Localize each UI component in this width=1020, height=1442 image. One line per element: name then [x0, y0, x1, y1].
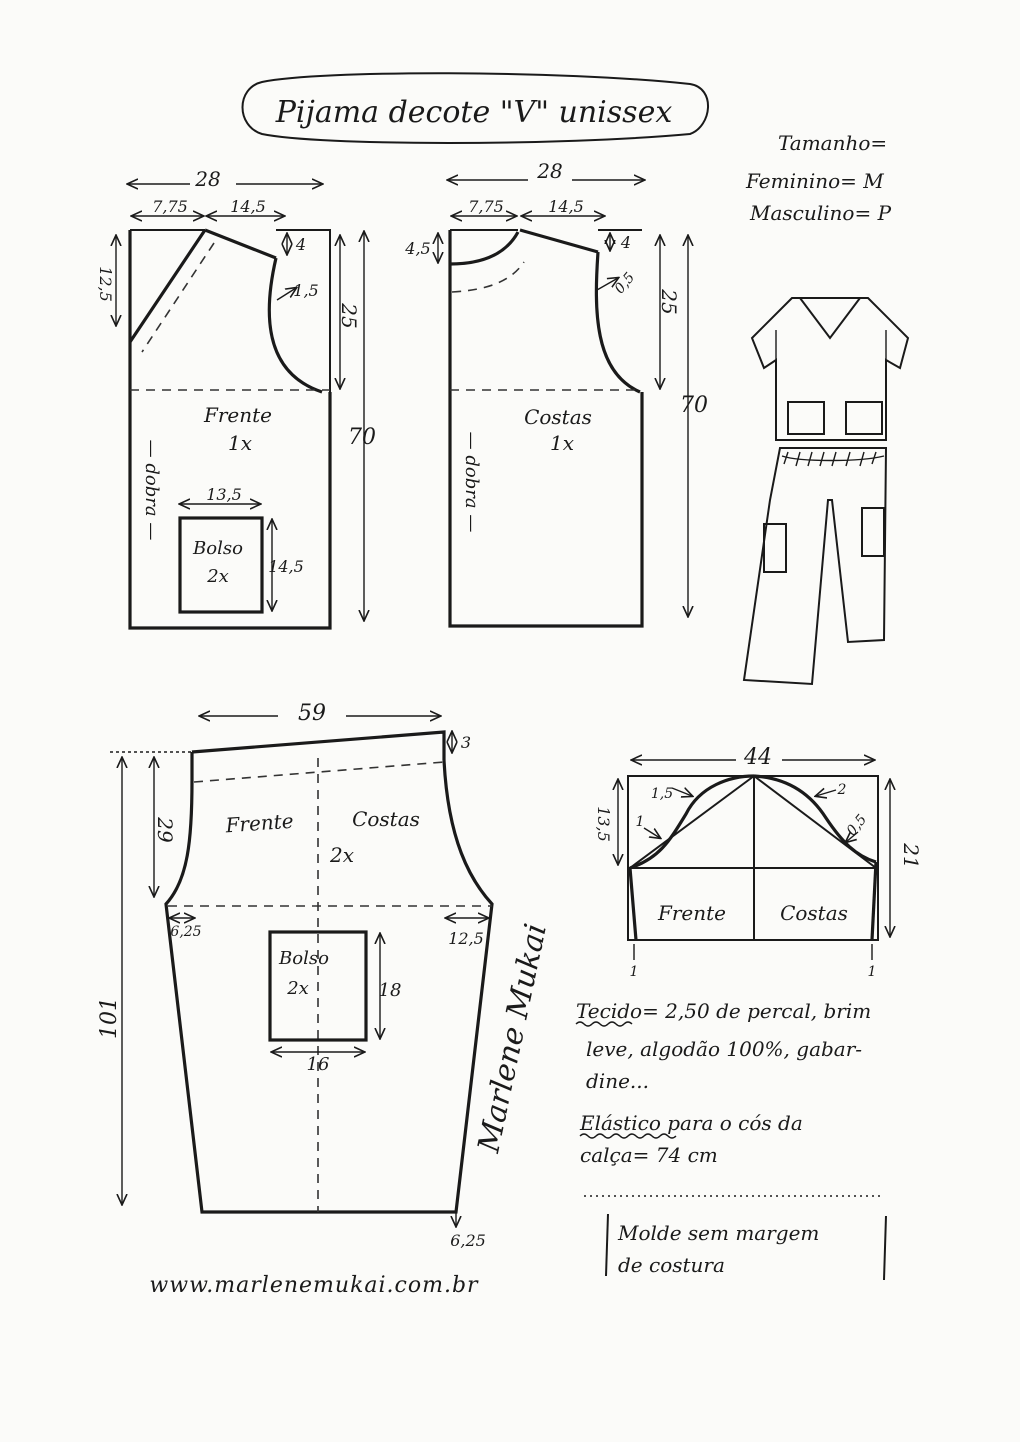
shirt-back-armhole-height: 25: [657, 288, 681, 314]
note-elastic-line2: calça= 74 cm: [580, 1143, 718, 1167]
shirt-back-neck-depth: 4,5: [404, 239, 430, 258]
pants-pocket-count: 2x: [286, 978, 309, 999]
sleeve-side-right: 1: [868, 964, 877, 980]
shirt-back-label: Costas: [524, 405, 592, 429]
pants-back-label: Costas: [352, 807, 420, 831]
shirt-front-count: 1x: [228, 431, 252, 455]
sleeve-cap-height: 13,5: [594, 806, 613, 842]
sleeve-piece: 44 13,5 21 1,5 1 2 0,5 1 1 Frente Costas: [594, 745, 923, 980]
shirt-front-total-length: 70: [348, 425, 376, 450]
pants-total-length: 101: [97, 997, 122, 1039]
note-seam-line1: Molde sem margem: [617, 1221, 819, 1245]
shirt-front-piece: 28 7,75 14,5 12,5 4 1,5 25 70 Frente 1x …: [96, 167, 376, 630]
title-block: Pijama decote "V" unissex: [241, 72, 709, 144]
shirt-front-label: Frente: [203, 403, 272, 427]
note-fabric-line3: dine...: [586, 1069, 649, 1093]
shirt-front-fold: — dobra —: [141, 440, 162, 541]
page-title: Pijama decote "V" unissex: [275, 95, 673, 130]
shirt-pocket-count: 2x: [206, 566, 229, 587]
pajama-sketch: [742, 297, 910, 686]
signature: Marlene Mukai: [471, 921, 554, 1157]
shirt-back-neck-width: 7,75: [468, 197, 504, 216]
sleeve-curve-front-low: 1: [636, 814, 645, 830]
shirt-back-shoulder-width: 14,5: [548, 197, 584, 216]
shirt-back-piece: 28 7,75 14,5 4,5 4 0,5 25 70 Costas 1x —…: [404, 159, 708, 628]
sleeve-side-left: 1: [630, 964, 639, 980]
sleeve-curve-front: 1,5: [651, 786, 673, 802]
shirt-front-width: 28: [194, 167, 220, 191]
shirt-front-shoulder-width: 14,5: [230, 197, 266, 216]
shirt-back-shoulder-drop: 4: [620, 233, 631, 252]
shirt-front-armhole-curve: 1,5: [293, 281, 318, 300]
sleeve-width: 44: [743, 745, 772, 770]
size-info: Tamanho= Feminino= M Masculino= P: [745, 131, 892, 225]
pants-front-crotch: 6,25: [170, 924, 201, 940]
sleeve-total-height: 21: [899, 842, 923, 868]
sleeve-front-label: Frente: [657, 901, 726, 925]
shirt-front-neck-depth: 12,5: [96, 266, 115, 302]
note-seam-line2: de costura: [618, 1253, 725, 1277]
shirt-back-width: 28: [536, 159, 562, 183]
pants-pocket-label: Bolso: [278, 948, 329, 969]
size-label: Tamanho=: [778, 131, 887, 155]
shirt-back-total-length: 70: [680, 393, 708, 418]
pants-pocket-width: 16: [307, 1054, 330, 1075]
pants-piece: 59 3 29 101 6,25 12,5 6,25 Frente Costas…: [97, 701, 494, 1250]
shirt-pocket-width: 13,5: [206, 485, 242, 504]
sleeve-curve-back-low: 0,5: [844, 812, 871, 839]
pants-waist-width: 59: [298, 701, 326, 726]
shirt-pocket-label: Bolso: [192, 538, 243, 559]
note-fabric-line1: Tecido= 2,50 de percal, brim: [576, 999, 871, 1023]
shirt-front-armhole-height: 25: [337, 302, 361, 328]
pants-back-crotch: 12,5: [448, 929, 484, 948]
shirt-back-armhole-curve: 0,5: [612, 270, 639, 297]
pants-count: 2x: [329, 843, 354, 867]
website: www.marlenemukai.com.br: [149, 1273, 479, 1298]
sleeve-back-label: Costas: [780, 901, 848, 925]
shirt-front-neck-width: 7,75: [152, 197, 188, 216]
size-feminine: Feminino= M: [745, 169, 884, 193]
size-masculine: Masculino= P: [749, 201, 892, 225]
pants-front-label: Frente: [224, 809, 295, 838]
pants-crotch-depth: 29: [153, 816, 177, 843]
pants-pocket-piece: 18 16 Bolso 2x: [268, 930, 402, 1075]
shirt-back-fold: — dobra —: [461, 432, 482, 533]
sleeve-curve-back: 2: [837, 782, 847, 798]
pants-rise-diff: 3: [461, 733, 471, 752]
pants-hem-extension: 6,25: [450, 1231, 486, 1250]
note-fabric-line2: leve, algodão 100%, gabar-: [586, 1037, 862, 1061]
pants-pocket-height: 18: [379, 980, 402, 1001]
shirt-front-shoulder-drop: 4: [295, 235, 306, 254]
shirt-pocket-piece: 13,5 14,5 Bolso 2x: [180, 485, 304, 614]
note-elastic-line1: Elástico para o cós da: [579, 1111, 803, 1135]
shirt-back-count: 1x: [550, 431, 574, 455]
shirt-pocket-height: 14,5: [268, 557, 304, 576]
notes-block: Tecido= 2,50 de percal, brim leve, algod…: [575, 999, 887, 1281]
